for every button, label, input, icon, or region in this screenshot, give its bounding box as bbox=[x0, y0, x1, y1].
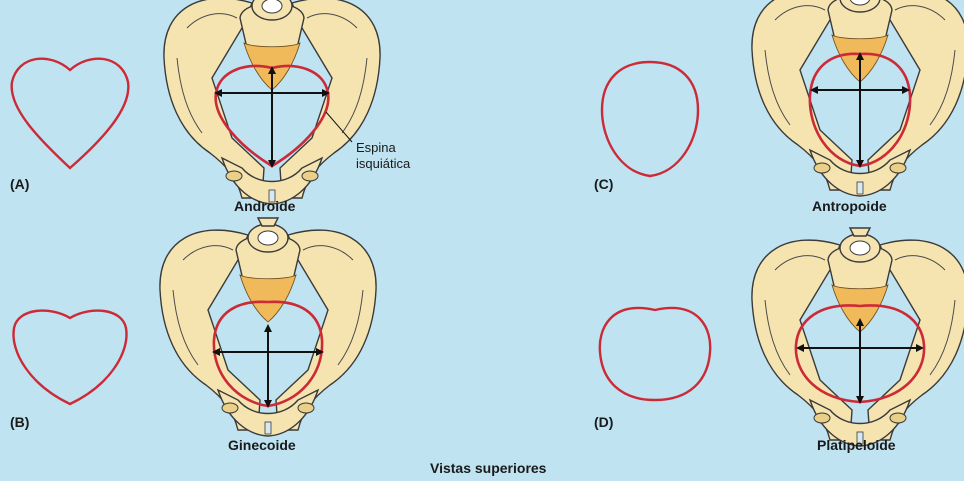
ischial-spine-label-line1: Espina bbox=[356, 140, 410, 156]
panel-a bbox=[12, 0, 380, 204]
panel-b-letter: (B) bbox=[10, 414, 29, 430]
platypelloid-pelvis-drawing bbox=[752, 228, 964, 446]
panel-a-letter: (A) bbox=[10, 176, 29, 192]
panel-a-name: Androide bbox=[234, 198, 295, 214]
gynecoid-inlet-shape bbox=[13, 311, 126, 404]
android-pelvis-drawing bbox=[164, 0, 380, 204]
panel-d bbox=[600, 228, 964, 446]
android-inlet-shape bbox=[12, 59, 129, 168]
panel-b-name: Ginecoide bbox=[228, 437, 296, 453]
panel-b bbox=[13, 218, 376, 436]
panel-d-letter: (D) bbox=[594, 414, 613, 430]
panel-c bbox=[602, 0, 964, 196]
ischial-spine-label: Espina isquiática bbox=[356, 140, 410, 172]
panel-c-letter: (C) bbox=[594, 176, 613, 192]
anthropoid-inlet-shape bbox=[602, 62, 698, 176]
gynecoid-pelvis-drawing bbox=[160, 218, 376, 436]
anthropoid-pelvis-drawing bbox=[752, 0, 964, 196]
panel-c-name: Antropoide bbox=[812, 198, 887, 214]
ischial-spine-label-line2: isquiática bbox=[356, 156, 410, 172]
figure-caption: Vistas superiores bbox=[430, 460, 546, 476]
platypelloid-inlet-shape bbox=[600, 308, 710, 400]
panel-d-name: Platipeloide bbox=[817, 437, 896, 453]
